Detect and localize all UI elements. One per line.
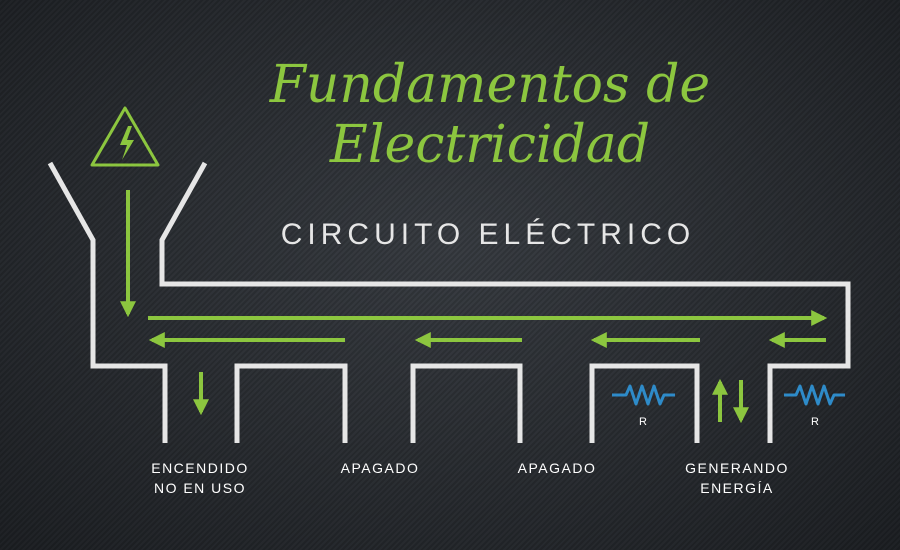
label-on-unused-line2: NO EN USO	[154, 480, 246, 496]
label-on-unused-line1: ENCENDIDO	[151, 460, 249, 476]
resistor-icon	[784, 384, 845, 406]
current-flow-arrows	[120, 190, 828, 424]
resistor-label-1: R	[639, 416, 647, 428]
wire-inner-top	[159, 161, 851, 443]
title-line-1: Fundamentos de	[269, 55, 710, 115]
subtitle: CIRCUITO ELÉCTRICO	[281, 218, 695, 251]
label-generating-line2: ENERGÍA	[700, 480, 774, 496]
wire-outer	[47, 161, 168, 443]
circuit-wires	[47, 161, 851, 443]
branch-off-1	[234, 363, 348, 443]
branch-generating	[589, 363, 700, 443]
title-line-2: Electricidad	[329, 115, 650, 175]
resistor-label-2: R	[811, 416, 819, 428]
label-off-1: APAGADO	[341, 460, 420, 476]
resistor-icon	[612, 384, 675, 406]
high-voltage-warning-icon	[90, 106, 160, 167]
label-off-2: APAGADO	[518, 460, 597, 476]
label-generating-line1: GENERANDO	[685, 460, 789, 476]
branch-off-2	[410, 363, 523, 443]
